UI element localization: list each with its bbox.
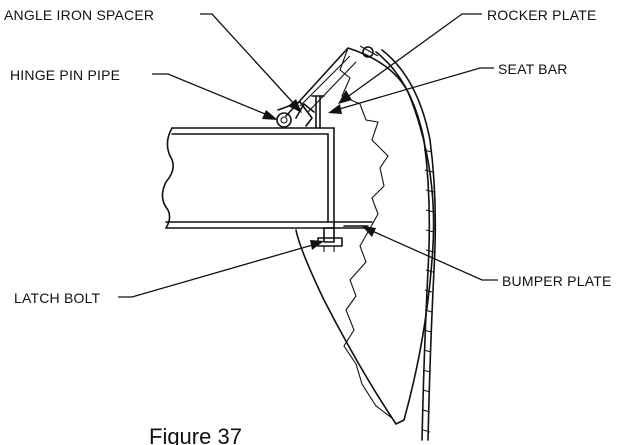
label-angle-iron-spacer: ANGLE IRON SPACER <box>4 7 302 113</box>
hinge-pin-pipe-label: HINGE PIN PIPE <box>10 67 120 83</box>
latch-assembly <box>317 225 369 252</box>
seat-bar-label: SEAT BAR <box>498 61 568 77</box>
gate-panel <box>285 47 435 425</box>
figure-caption: Figure 37 <box>149 424 242 445</box>
bumper-plate-label: BUMPER PLATE <box>502 273 612 289</box>
label-latch-bolt: LATCH BOLT <box>14 240 324 306</box>
label-hinge-pin-pipe: HINGE PIN PIPE <box>10 67 278 120</box>
rocker-plate <box>359 45 437 441</box>
label-bumper-plate: BUMPER PLATE <box>362 226 612 289</box>
rocker-plate-label: ROCKER PLATE <box>487 7 597 23</box>
label-rocker-plate: ROCKER PLATE <box>338 7 597 104</box>
latch-bolt-label: LATCH BOLT <box>14 290 101 306</box>
seat-bar <box>161 127 373 229</box>
angle-iron-spacer-label: ANGLE IRON SPACER <box>4 7 154 23</box>
label-seat-bar: SEAT BAR <box>328 61 568 114</box>
